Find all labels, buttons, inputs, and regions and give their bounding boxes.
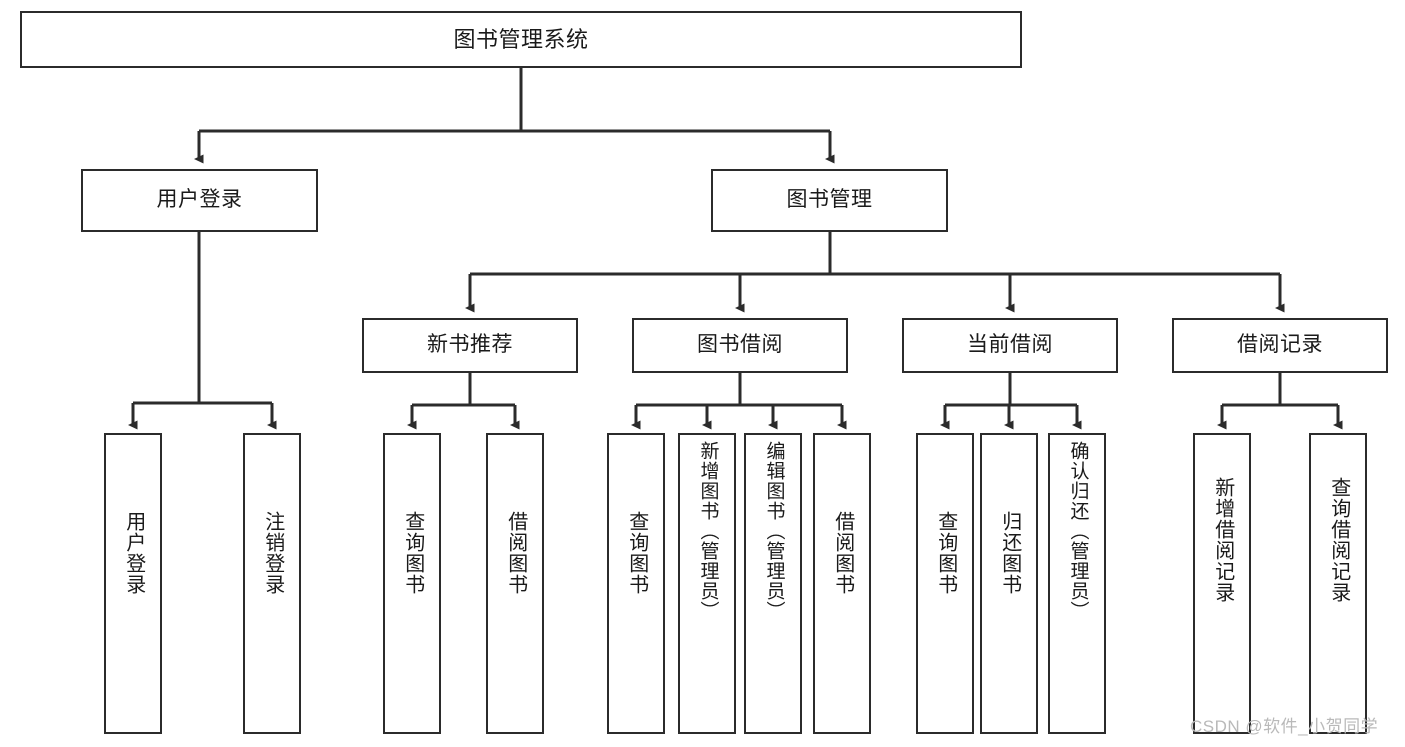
node-label: 图书管理系统 [453, 26, 589, 52]
node-book-borrow[interactable]: 图书借阅 [632, 318, 848, 373]
leaf-edit-book[interactable]: 编辑图书（管理员） [744, 433, 802, 734]
node-label: 用户登录 [156, 188, 243, 212]
node-label: 图书管理 [786, 188, 873, 212]
node-label: 查询图书 [934, 511, 957, 595]
node-label: 新书推荐 [427, 333, 513, 357]
node-label: 归还图书 [998, 511, 1021, 595]
node-label: 注销登录 [261, 511, 284, 595]
node-label: 编辑图书（管理员） [763, 441, 785, 621]
leaf-borrow-book[interactable]: 借阅图书 [813, 433, 871, 734]
node-label: 查询借阅记录 [1327, 477, 1350, 603]
leaf-query-book-recommend[interactable]: 查询图书 [383, 433, 441, 734]
node-label: 当前借阅 [967, 333, 1053, 357]
node-label: 用户登录 [122, 511, 145, 595]
leaf-borrow-book-recommend[interactable]: 借阅图书 [486, 433, 544, 734]
node-borrow-record[interactable]: 借阅记录 [1172, 318, 1388, 373]
leaf-add-book[interactable]: 新增图书（管理员） [678, 433, 736, 734]
node-label: 查询图书 [401, 511, 424, 595]
leaf-user-logout[interactable]: 注销登录 [243, 433, 301, 734]
leaf-confirm-return[interactable]: 确认归还（管理员） [1048, 433, 1106, 734]
leaf-query-borrow-record[interactable]: 查询借阅记录 [1309, 433, 1367, 734]
leaf-query-book-current[interactable]: 查询图书 [916, 433, 974, 734]
node-label: 借阅图书 [831, 511, 854, 595]
leaf-add-borrow-record[interactable]: 新增借阅记录 [1193, 433, 1251, 734]
node-user-login[interactable]: 用户登录 [81, 169, 318, 232]
node-label: 新增图书（管理员） [697, 441, 719, 621]
leaf-return-book[interactable]: 归还图书 [980, 433, 1038, 734]
node-label: 图书借阅 [697, 333, 783, 357]
node-label: 查询图书 [625, 511, 648, 595]
node-new-book-recommend[interactable]: 新书推荐 [362, 318, 578, 373]
leaf-user-login[interactable]: 用户登录 [104, 433, 162, 734]
leaf-query-book-borrow[interactable]: 查询图书 [607, 433, 665, 734]
node-label: 借阅记录 [1237, 333, 1323, 357]
node-book-management[interactable]: 图书管理 [711, 169, 948, 232]
node-label: 确认归还（管理员） [1067, 441, 1089, 621]
watermark-text: CSDN @软件_小贺同学 [1190, 717, 1379, 736]
node-current-borrow[interactable]: 当前借阅 [902, 318, 1118, 373]
node-label: 借阅图书 [504, 511, 527, 595]
node-book-management-system[interactable]: 图书管理系统 [20, 11, 1022, 68]
node-label: 新增借阅记录 [1211, 477, 1234, 603]
